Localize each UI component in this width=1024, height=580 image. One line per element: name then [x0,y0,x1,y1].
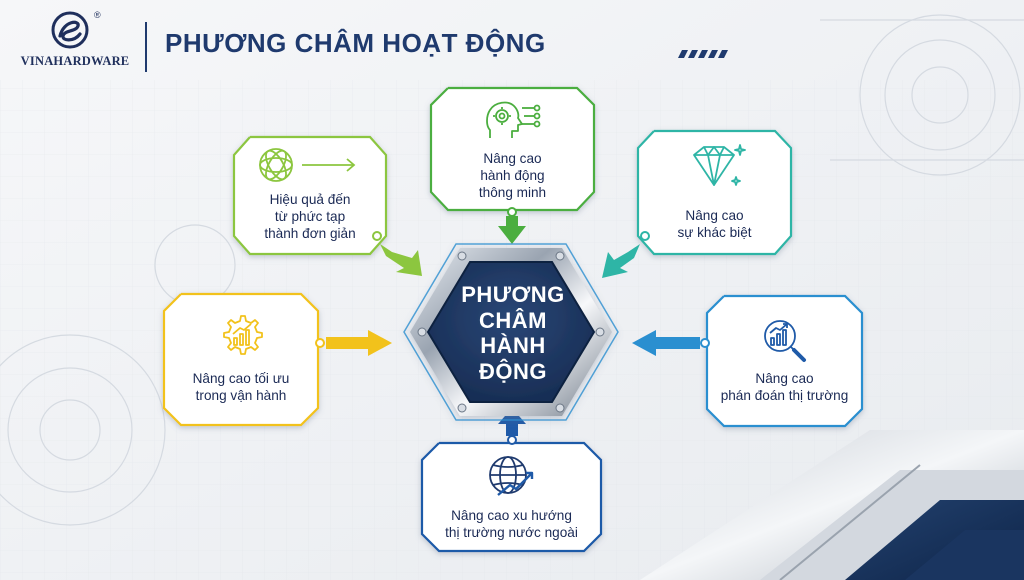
card-line: Nâng cao [483,151,542,166]
card-line: phán đoán thị trường [720,388,849,403]
card-line: trong vận hành [195,388,287,403]
header-divider [145,22,147,72]
card-distinction: Nâng cao sự khác biệt [638,131,791,254]
ai-head-gear-icon [486,101,541,138]
card-line: Nâng cao xu hướng [451,508,572,523]
globe-trend-icon [489,456,534,496]
card-line: sự khác biệt [677,225,752,240]
card-line: Hiệu quả đến [269,192,351,207]
title-stripes-decoration [678,50,728,58]
card-line: hành động [480,168,545,183]
card-line: Nâng cao [685,208,744,223]
gear-chart-icon [223,315,263,355]
atom-arrow-icon [259,148,356,182]
card-simplicity: Hiệu quả đến từ phức tạp thành đơn giản [234,137,386,254]
brand-logo: ® VINAHARDWARE [14,10,129,72]
card-line: Nâng cao [755,371,814,386]
card-line: thành đơn giản [264,226,356,241]
center-line: ĐỘNG [479,358,547,384]
diamond-icon [693,144,746,186]
card-line: Nâng cao tối ưu [192,371,290,386]
card-foreign-market: Nâng cao xu hướng thị trường nước ngoài [422,443,601,551]
brand-name: VINAHARDWARE [20,54,130,68]
card-line: từ phức tạp [274,209,346,224]
magnifier-chart-icon [764,320,806,362]
card-line: thị trường nước ngoài [445,525,578,540]
page-title: PHƯƠNG CHÂM HOẠT ĐỘNG [165,28,546,58]
center-line: CHÂM [479,307,547,333]
card-smart-action: Nâng cao hành động thông minh [431,88,594,210]
vinahardware-logo-icon [51,11,89,49]
center-line: HÀNH [480,333,546,358]
card-line: thông minh [478,185,547,200]
card-operations: Nâng cao tối ưu trong vận hành [164,294,318,425]
registered-mark: ® [94,10,101,20]
center-title: PHƯƠNG CHÂM HÀNH ĐỘNG [425,282,601,384]
center-line: PHƯƠNG [461,282,565,307]
card-market-forecast: Nâng cao phán đoán thị trường [707,296,862,426]
